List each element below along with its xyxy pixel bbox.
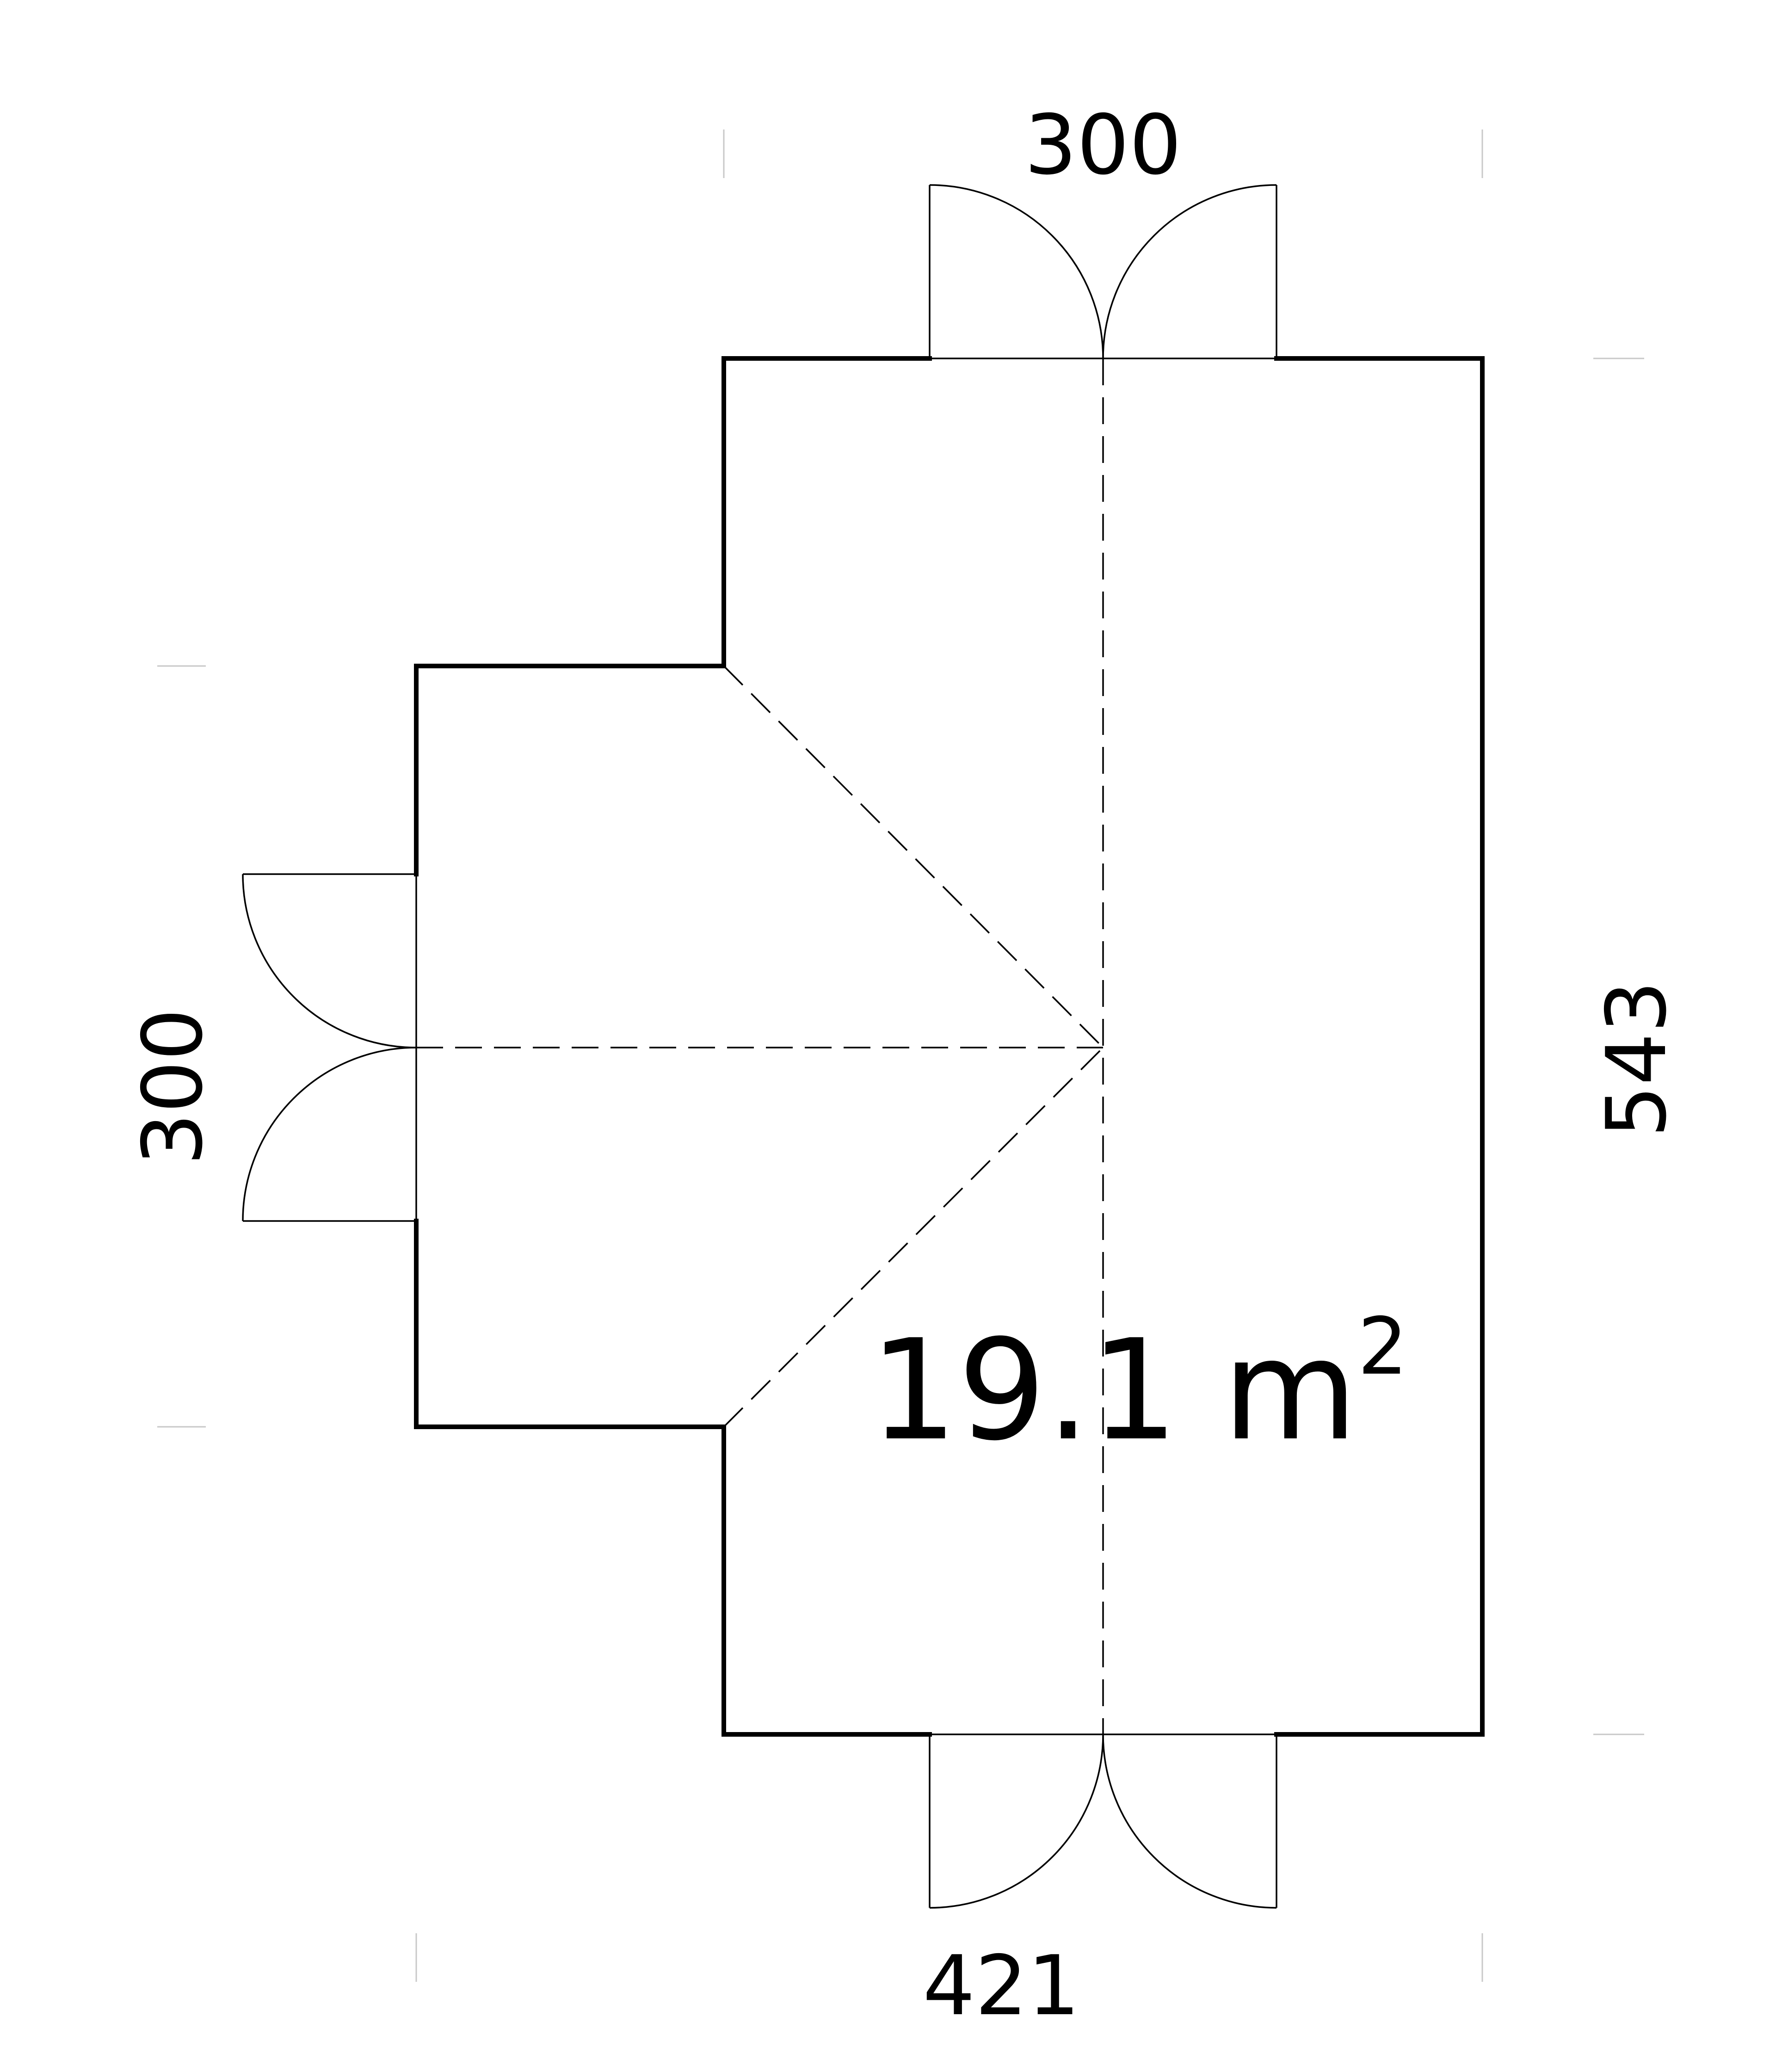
extension-ticks <box>157 130 1644 1982</box>
dimension-top-label: 300 <box>1024 97 1182 193</box>
door-left <box>242 873 417 1222</box>
door-top-swing-left <box>929 184 1104 359</box>
roof-ridge-lines <box>416 358 1104 1734</box>
door-top-swing-right <box>1102 184 1277 359</box>
wall-top-left-segment <box>414 356 932 876</box>
door-top <box>929 184 1277 359</box>
door-left-swing-bottom <box>242 1047 417 1221</box>
dimension-bottom-label: 421 <box>923 1938 1080 2034</box>
door-left-swing-top <box>242 874 417 1048</box>
dimension-left-label: 300 <box>125 1008 221 1166</box>
dimension-right-label: 543 <box>1589 980 1684 1138</box>
floor-area-label: 19.1 m2 <box>870 1301 1408 1471</box>
wall-bottom-left-segment <box>414 1219 932 1737</box>
hip-line-upper <box>723 665 1104 1048</box>
wall-top-right-segment <box>1274 356 1485 1737</box>
floor-area-superscript: 2 <box>1358 1301 1408 1393</box>
door-bottom-swing-right <box>1102 1734 1277 1909</box>
hip-line-lower <box>723 1047 1104 1428</box>
floor-area-value: 19.1 m <box>870 1310 1358 1471</box>
door-bottom <box>929 1733 1277 1909</box>
walls <box>414 356 1485 1737</box>
door-bottom-swing-left <box>929 1734 1104 1909</box>
